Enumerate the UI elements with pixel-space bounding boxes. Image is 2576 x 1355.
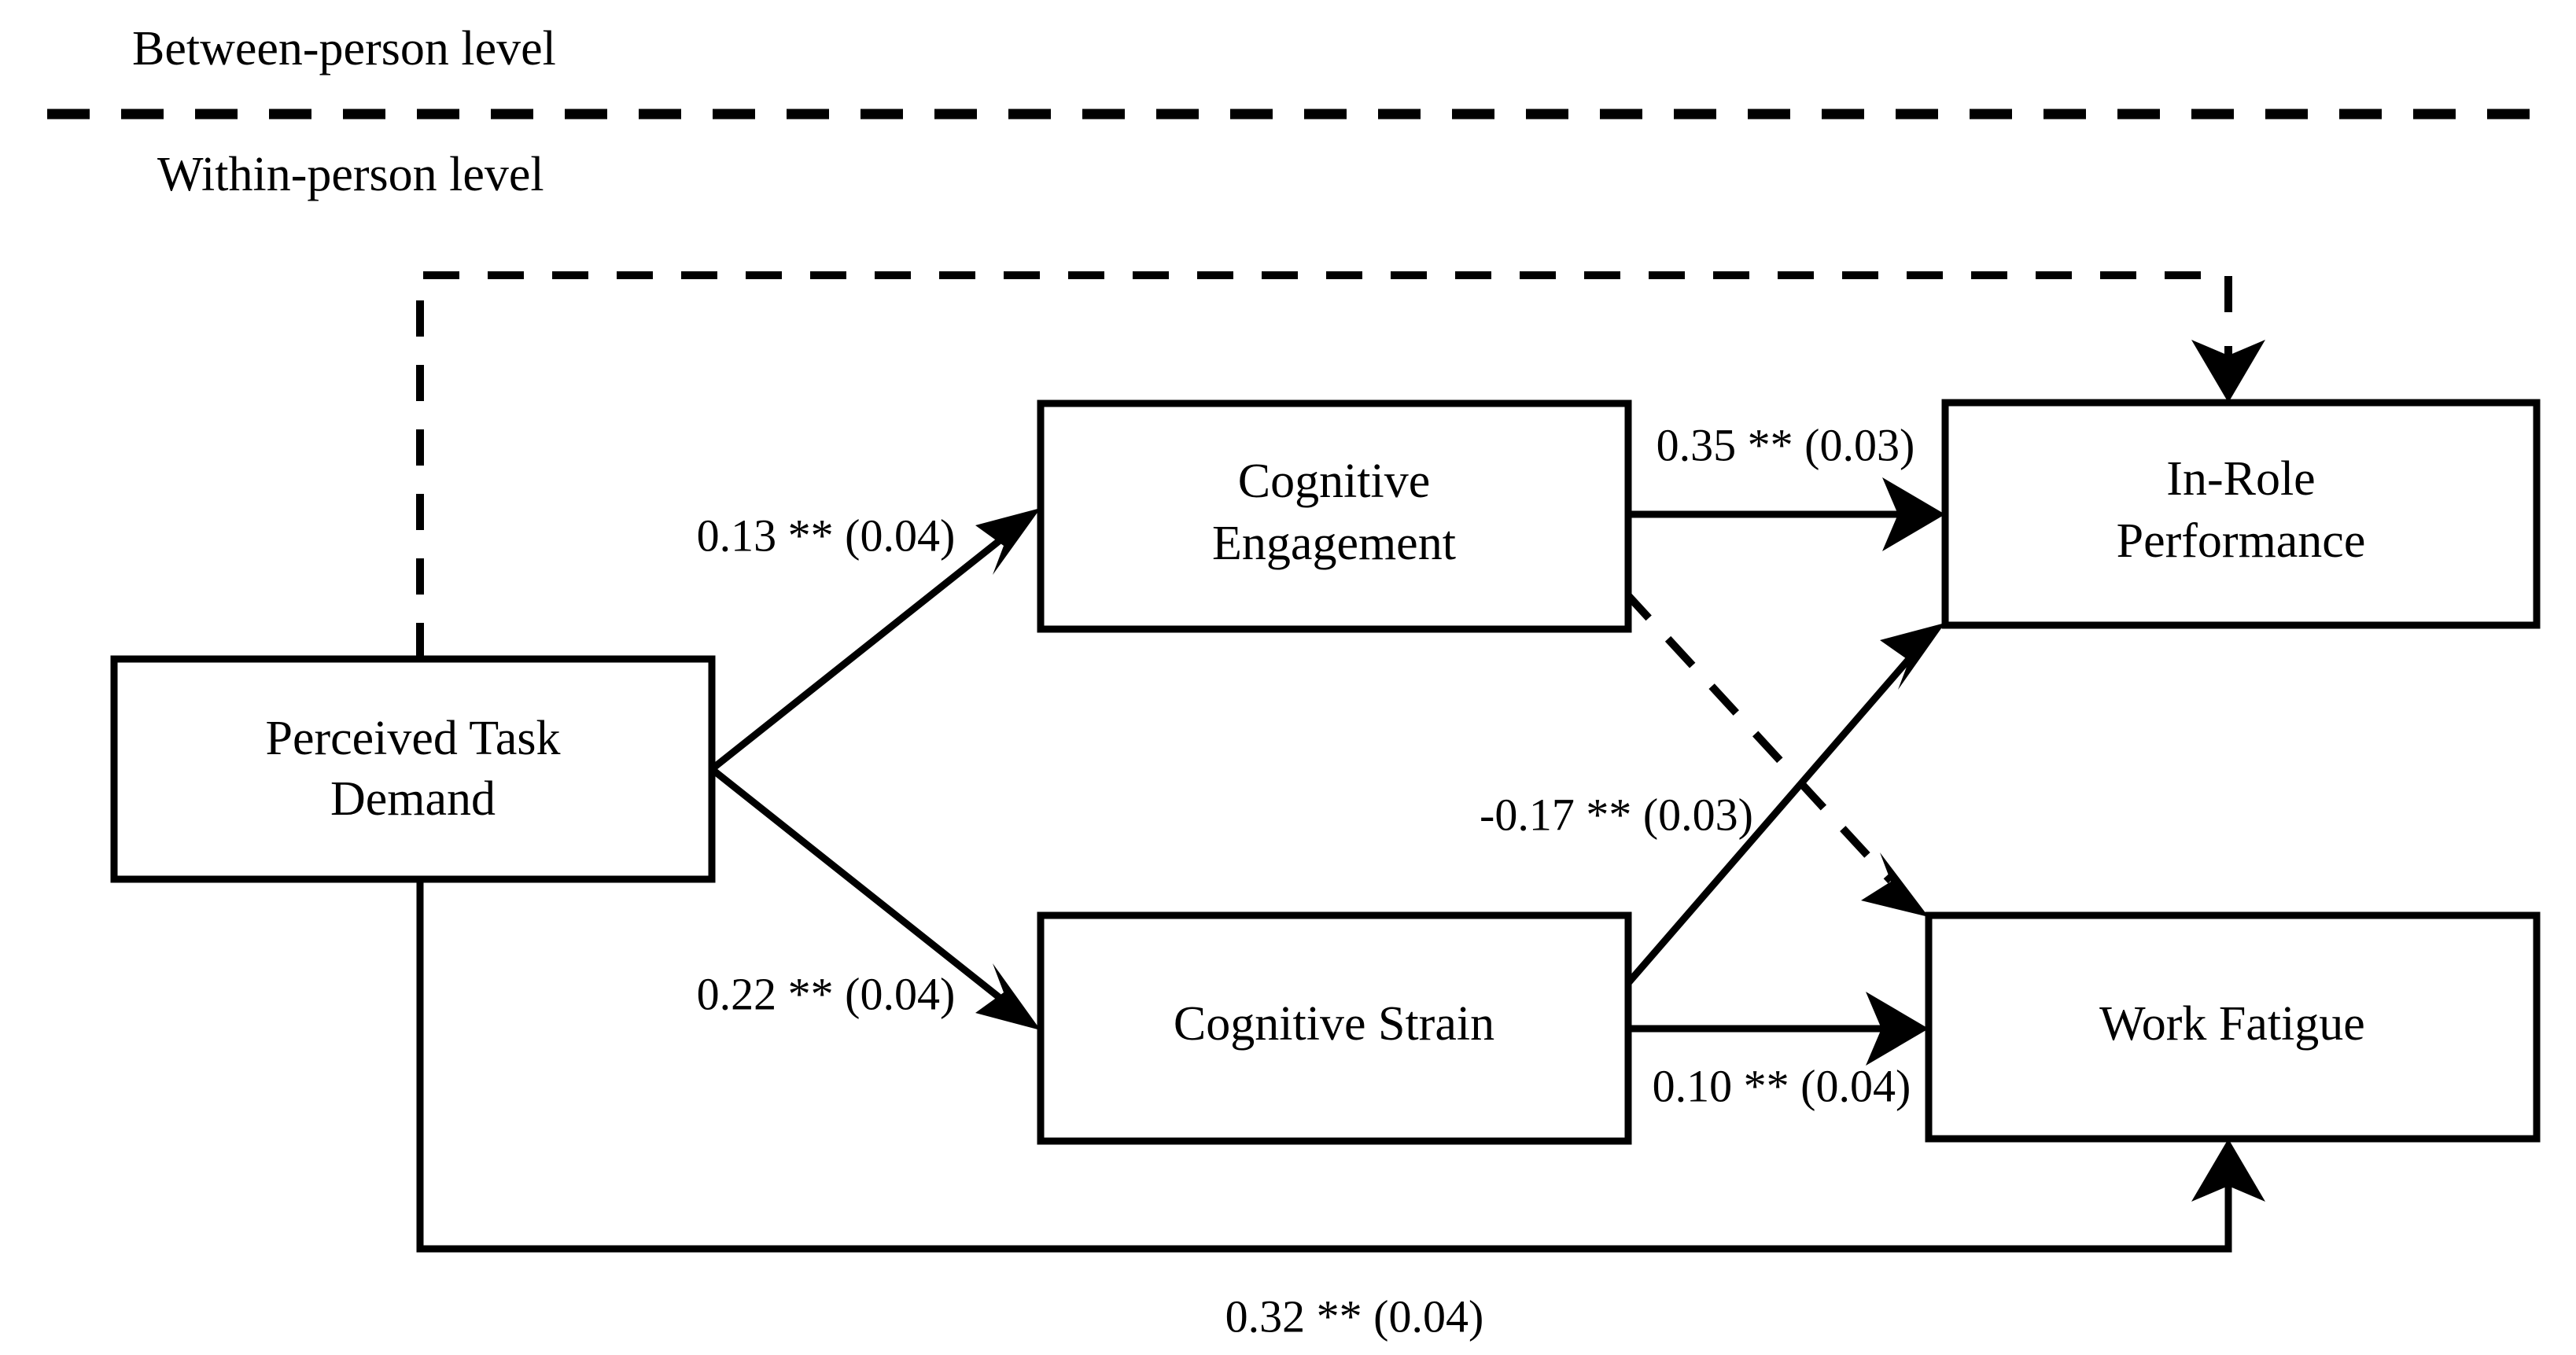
node-in-role-performance-label-line2: Performance: [2117, 514, 2366, 568]
node-work-fatigue-label-line1: Work Fatigue: [2099, 997, 2365, 1051]
coefficient-label-cs-to-irp: -0.17 ** (0.03): [1480, 789, 1753, 840]
arrowhead-cs-to-irp: [1880, 623, 1945, 690]
node-perceived-task-demand-box: [110, 655, 716, 883]
node-in-role-performance-box: [1941, 399, 2541, 629]
between-person-level-label: Between-person level: [132, 22, 556, 75]
node-in-role-performance[interactable]: In-Role Performance: [1941, 399, 2541, 629]
node-cognitive-engagement-box: [1037, 400, 1632, 633]
path-ptd-to-ce-line: [709, 538, 1001, 772]
coefficient-label-ptd-to-wf: 0.32 ** (0.04): [1225, 1291, 1484, 1342]
arrowhead-ptd-to-irp: [2191, 340, 2265, 403]
coefficient-label-ce-to-irp: 0.35 ** (0.03): [1657, 419, 1915, 470]
arrowhead-ptd-to-cs: [975, 963, 1041, 1030]
coefficient-label-cs-to-wf: 0.10 ** (0.04): [1653, 1060, 1911, 1111]
path-ptd-to-cs-line: [709, 766, 1001, 1000]
node-cognitive-strain[interactable]: Cognitive Strain: [1037, 911, 1632, 1145]
arrowhead-ptd-to-ce: [975, 508, 1041, 575]
arrowhead-ptd-to-wf: [2191, 1139, 2265, 1202]
node-in-role-performance-label-line1: In-Role: [2166, 452, 2315, 506]
node-cognitive-strain-box: [1037, 911, 1632, 1145]
path-ptd-to-wf-line: [416, 879, 2232, 1253]
coefficient-label-ptd-to-cs: 0.22 ** (0.04): [697, 968, 956, 1019]
path-ce-to-wf-dashed-line: [1621, 588, 1894, 884]
coefficient-label-ptd-to-ce: 0.13 ** (0.04): [697, 510, 956, 561]
node-work-fatigue-box: [1925, 911, 2541, 1143]
node-perceived-task-demand-label-line2: Demand: [330, 772, 496, 826]
node-perceived-task-demand-label-line1: Perceived Task: [266, 712, 561, 765]
node-cognitive-engagement-label-line2: Engagement: [1212, 517, 1456, 570]
node-cognitive-strain-label-line1: Cognitive Strain: [1174, 997, 1494, 1051]
node-cognitive-engagement-label-line1: Cognitive: [1238, 455, 1431, 508]
path-cs-to-irp-line: [1625, 657, 1912, 985]
arrowhead-ce-to-irp: [1882, 477, 1945, 551]
node-cognitive-engagement[interactable]: Cognitive Engagement: [1037, 400, 1632, 633]
arrowhead-cs-to-wf: [1866, 992, 1929, 1066]
node-perceived-task-demand[interactable]: Perceived Task Demand: [110, 655, 716, 883]
within-person-level-label: Within-person level: [157, 148, 544, 201]
node-work-fatigue[interactable]: Work Fatigue: [1925, 911, 2541, 1143]
path-ptd-to-irp-dashed-line: [416, 271, 2232, 659]
arrowhead-ce-to-wf: [1861, 852, 1929, 917]
